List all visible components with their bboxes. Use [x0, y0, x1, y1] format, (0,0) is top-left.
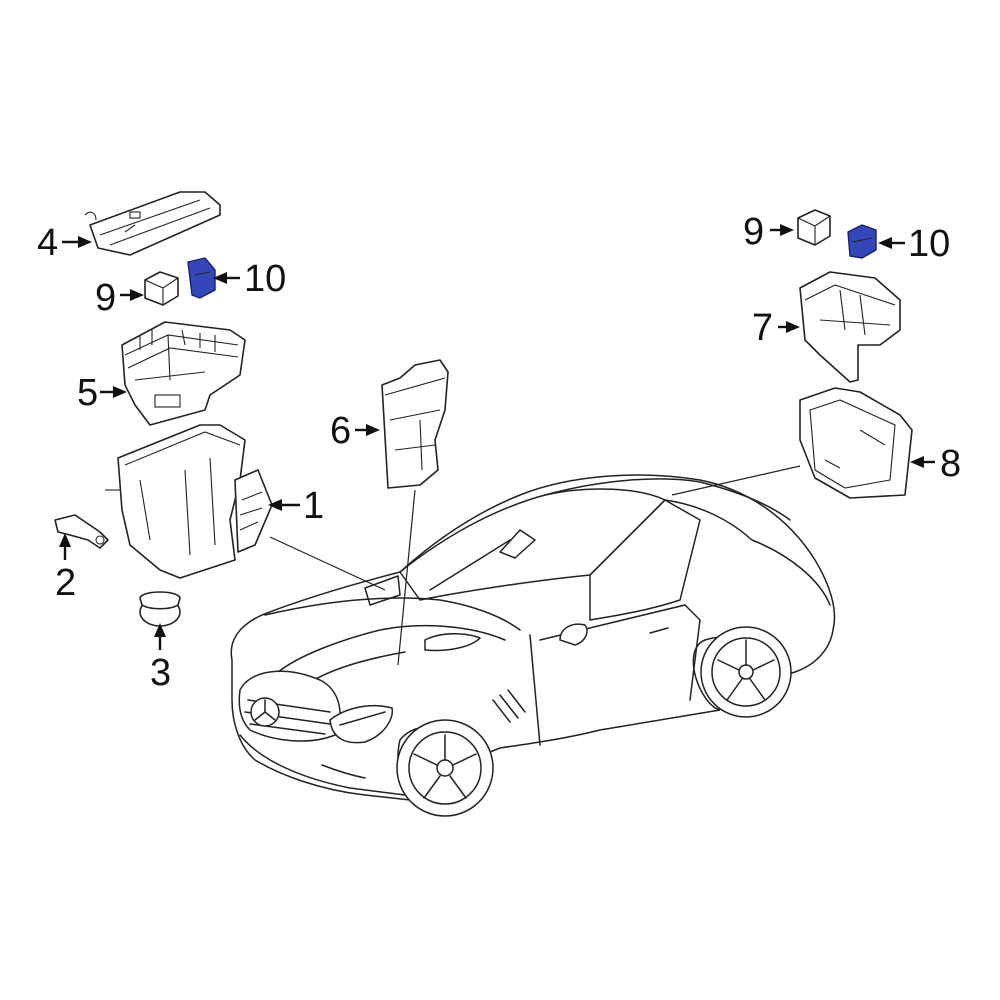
callout-7: 7 [752, 307, 773, 349]
callout-4: 4 [37, 222, 58, 264]
car-illustration [230, 474, 836, 817]
part-2-bracket [54, 514, 109, 549]
part-6-control-module [381, 359, 449, 489]
callout-arrows [59, 224, 935, 650]
leader-line-6 [397, 489, 416, 666]
callout-6: 6 [330, 410, 351, 452]
callout-9-left: 9 [95, 277, 116, 319]
callout-1: 1 [303, 485, 324, 527]
part-9-relay-right [797, 209, 831, 246]
leader-lines [269, 465, 801, 666]
callout-numbers: 1 2 3 4 5 6 7 8 9 9 10 10 [37, 211, 961, 694]
callout-9-right: 9 [743, 211, 764, 253]
callout-10-left: 10 [244, 258, 286, 300]
callout-2: 2 [55, 562, 76, 604]
part-10-fuse-left [187, 257, 216, 299]
leader-line-1 [269, 536, 386, 591]
leader-line-8 [671, 465, 801, 496]
part-9-relay-left [144, 271, 179, 306]
callout-3: 3 [150, 652, 171, 694]
part-10-fuse-right [847, 224, 877, 259]
part-4-fuse-box-cover [84, 191, 221, 256]
callout-5: 5 [77, 372, 98, 414]
part-7-fuse-box [799, 271, 901, 383]
callout-10-right: 10 [908, 223, 950, 265]
part-3-grommet [139, 591, 181, 627]
part-8-tray [799, 387, 913, 499]
part-5-fuse-relay-box [121, 321, 246, 426]
callout-8: 8 [940, 443, 961, 485]
part-1-lower-housing [105, 424, 273, 579]
